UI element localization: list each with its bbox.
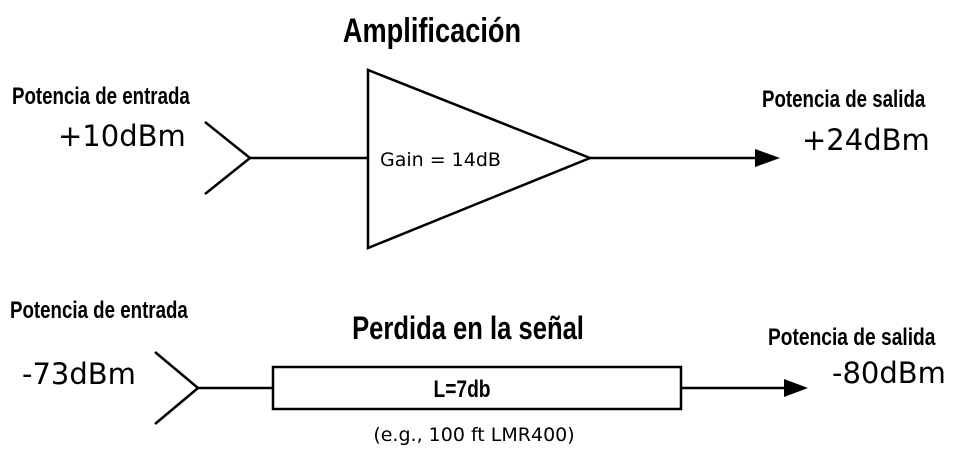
amp-output-label: Potencia de salida [762,86,926,113]
loss-output-arrowhead-icon [784,379,808,397]
amp-output-arrowhead-icon [755,149,780,167]
cable-note: (e.g., 100 ft LMR400) [373,424,574,446]
amp-output-value: +24dBm [802,123,930,157]
amplification-title: Amplificación [343,11,521,50]
loss-value-label: L=7db [433,375,490,403]
amp-input-label: Potencia de entrada [12,83,191,110]
gain-label: Gain = 14dB [380,149,501,171]
loss-output-value: -80dBm [832,356,946,390]
loss-input-label: Potencia de entrada [10,297,189,324]
loss-output-label: Potencia de salida [768,323,936,351]
loss-input-value: -73dBm [22,357,136,391]
loss-title: Perdida en la señal [352,311,584,346]
amplification-section: Amplificación Potencia de entrada +10dBm… [12,11,930,250]
amp-input-antenna-icon [204,121,251,195]
loss-section: Potencia de entrada -73dBm Perdida en la… [10,297,946,446]
amplifier-triangle-icon [366,68,594,250]
amp-input-value: +10dBm [58,119,186,153]
loss-input-antenna-icon [154,351,199,425]
